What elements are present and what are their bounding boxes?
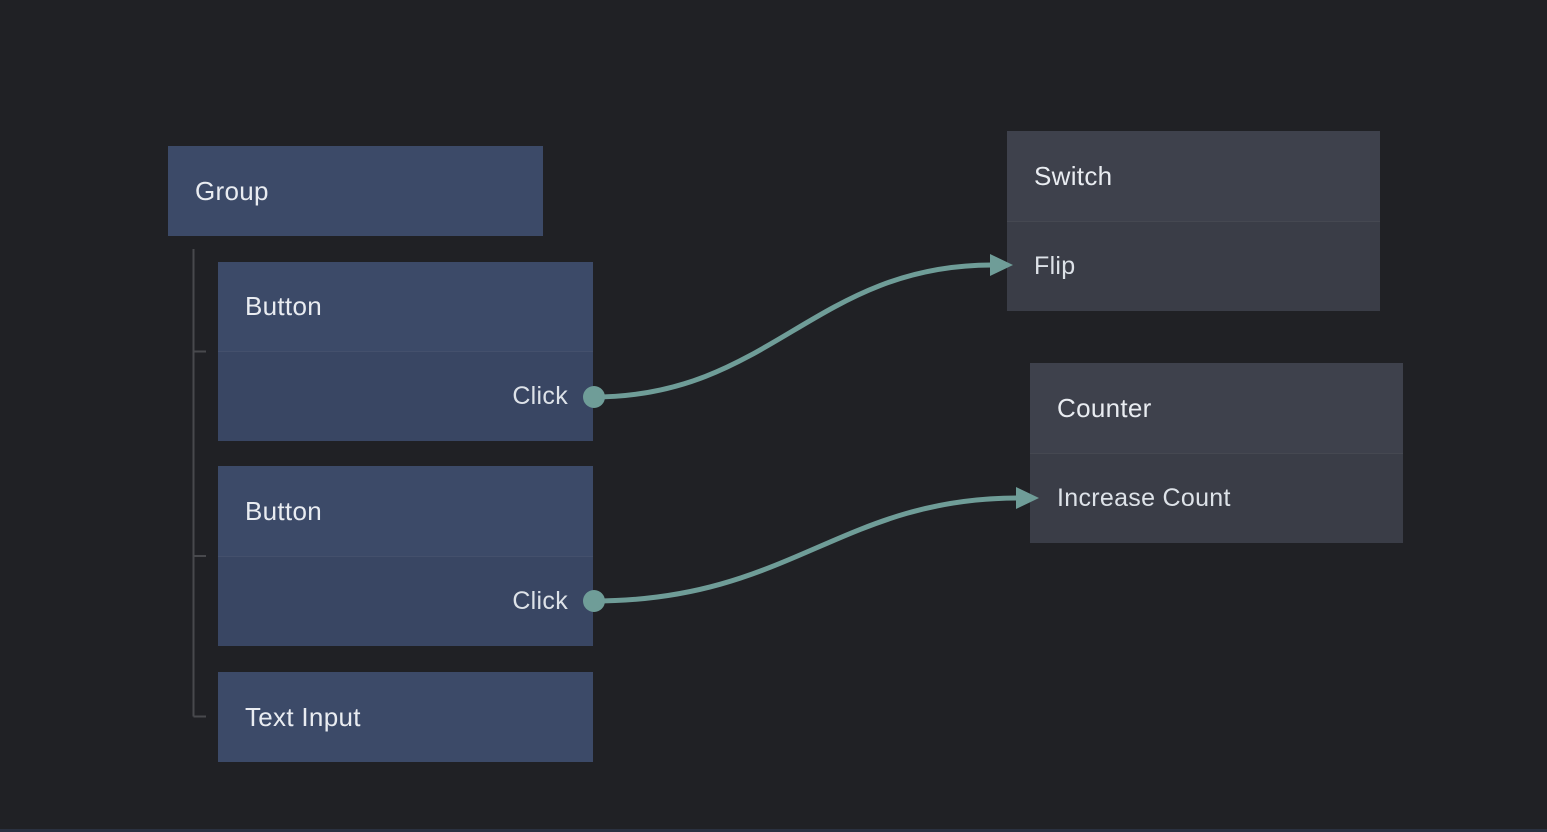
output-port-label-click-2: Click [512, 587, 568, 615]
node-button-1-body: Click [218, 351, 593, 441]
node-switch[interactable]: Switch Flip [1007, 131, 1380, 311]
node-switch-header: Switch [1007, 131, 1380, 221]
node-switch-title: Switch [1034, 160, 1113, 191]
node-button-1-title: Button [245, 291, 322, 321]
edge-button2-click-to-counter-increase-count[interactable] [593, 495, 1019, 604]
input-action-label-flip: Flip [1034, 252, 1076, 280]
node-counter[interactable]: Counter Increase Count [1030, 363, 1403, 543]
node-button-2[interactable]: Button Click [218, 466, 593, 646]
node-text-input-title: Text Input [245, 701, 361, 732]
node-button-2-title: Button [245, 495, 322, 526]
node-text-input[interactable]: Text Input [218, 672, 593, 762]
node-group-title: Group [195, 175, 269, 206]
node-counter-header: Counter [1030, 363, 1403, 453]
node-button-1[interactable]: Button Click [218, 262, 593, 441]
horizontal-scrollbar[interactable] [0, 829, 1547, 832]
node-button-1-header: Button [218, 262, 593, 351]
input-action-label-increase-count: Increase Count [1057, 484, 1231, 512]
node-switch-body[interactable]: Flip [1007, 221, 1380, 311]
node-button-2-body: Click [218, 556, 593, 646]
tree-connector-lines [192, 249, 206, 718]
node-group[interactable]: Group [168, 146, 543, 236]
node-counter-body[interactable]: Increase Count [1030, 453, 1403, 543]
node-counter-title: Counter [1057, 392, 1152, 423]
node-group-header: Group [168, 146, 543, 236]
edge-button1-click-to-switch-flip[interactable] [593, 262, 993, 400]
node-button-2-header: Button [218, 466, 593, 556]
output-port-label-click-1: Click [512, 382, 568, 410]
node-text-input-header: Text Input [218, 672, 593, 762]
